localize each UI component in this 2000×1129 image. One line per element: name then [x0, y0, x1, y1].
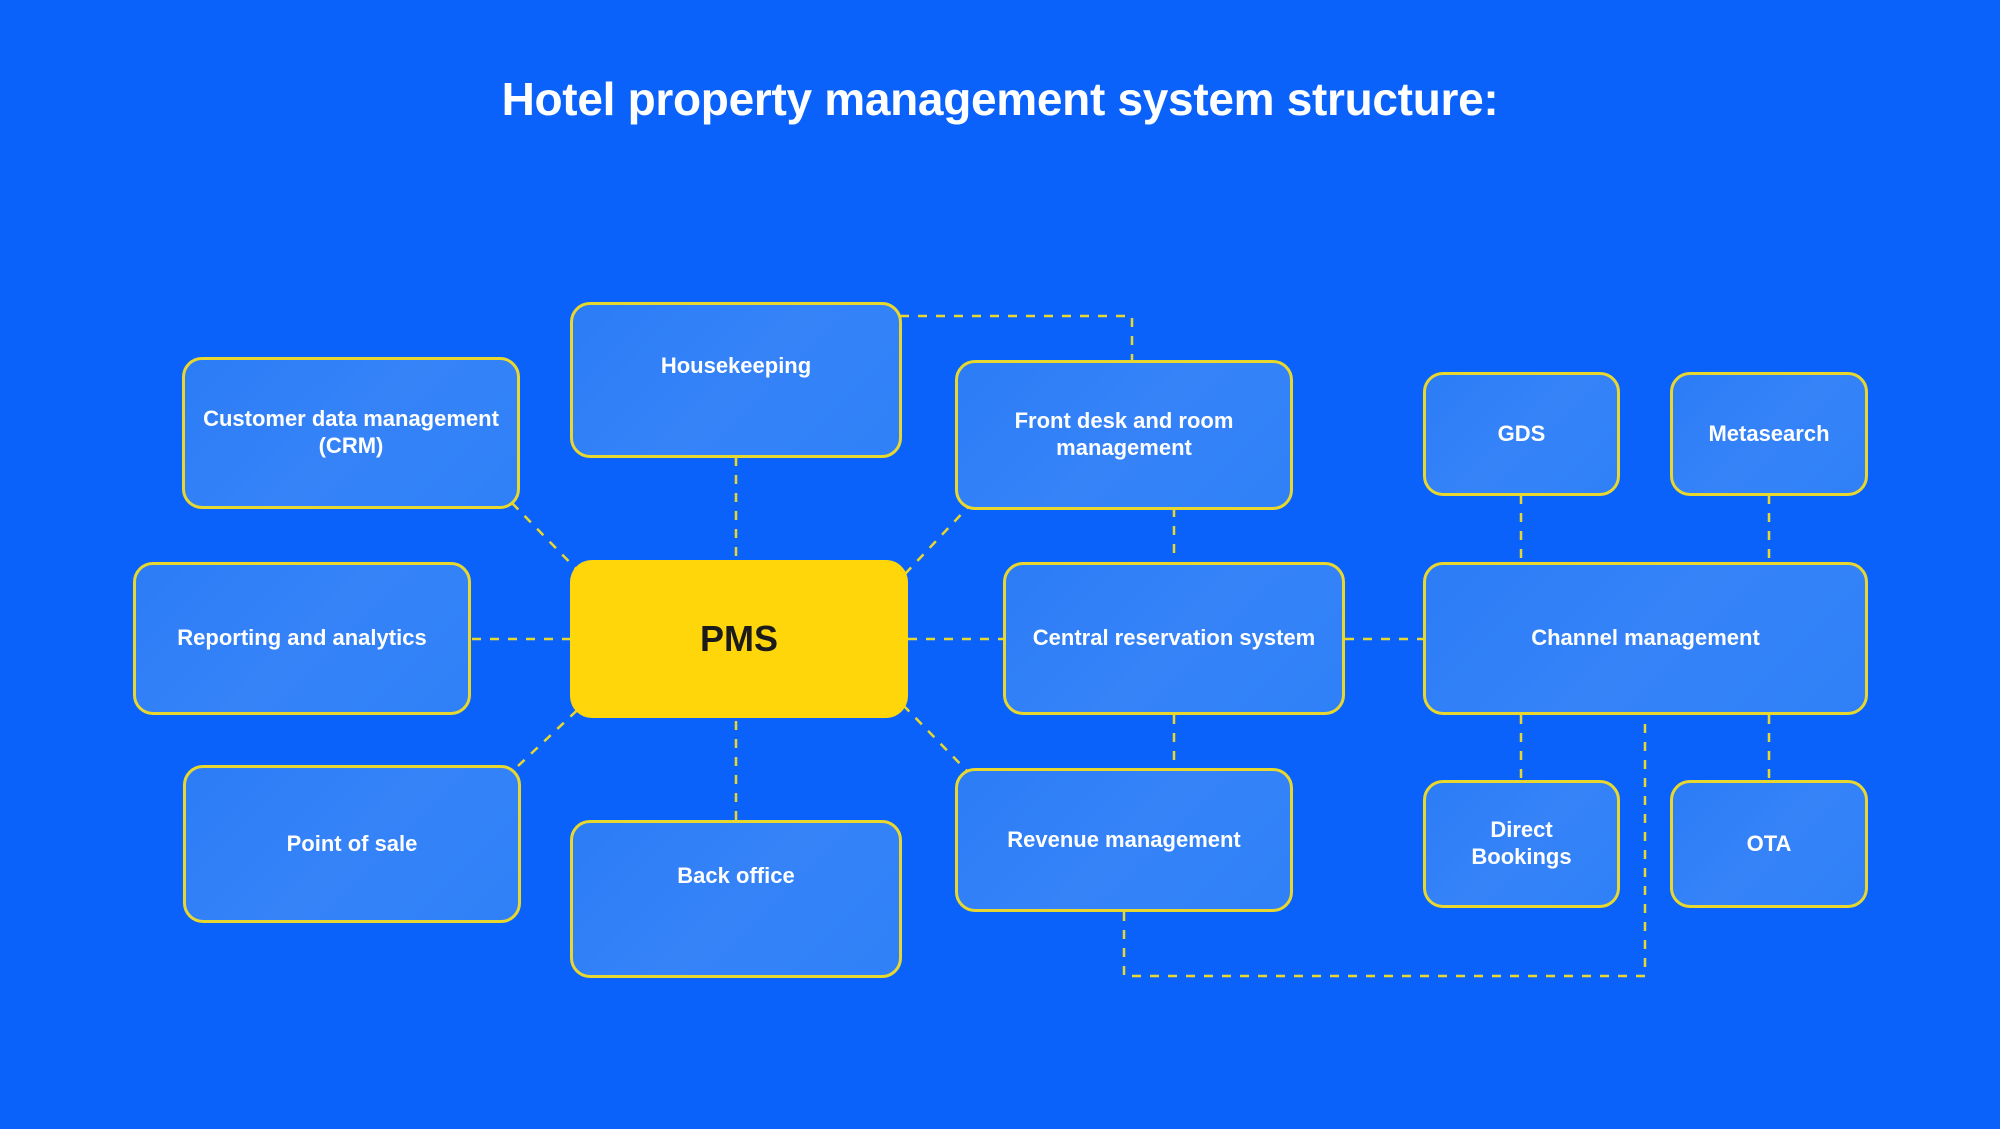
- node-revenue-management[interactable]: Revenue management: [955, 768, 1293, 912]
- node-label: Housekeeping: [660, 353, 812, 378]
- node-label: Customer data management (CRM): [203, 406, 499, 458]
- node-back-office[interactable]: Back office: [570, 820, 902, 978]
- node-point-of-sale[interactable]: Point of sale: [183, 765, 521, 923]
- node-label: Back office: [677, 863, 795, 888]
- node-gds[interactable]: GDS: [1423, 372, 1620, 496]
- node-ota[interactable]: OTA: [1670, 780, 1868, 908]
- node-metasearch[interactable]: Metasearch: [1670, 372, 1868, 496]
- node-central-reservation-system[interactable]: Central reservation system: [1003, 562, 1345, 715]
- node-housekeeping[interactable]: Housekeeping: [570, 302, 902, 458]
- node-label: Revenue management: [1007, 826, 1241, 852]
- node-pms[interactable]: PMS: [570, 560, 908, 718]
- edge-pms-frontdesk: [904, 504, 971, 575]
- node-front-desk-and-room-management[interactable]: Front desk and room management: [955, 360, 1293, 510]
- node-label: GDS: [1497, 420, 1546, 446]
- node-label: PMS: [699, 618, 778, 660]
- node-label: Central reservation system: [1032, 625, 1316, 651]
- node-channel-management[interactable]: Channel management: [1423, 562, 1868, 715]
- node-label: OTA: [1746, 830, 1792, 856]
- edge-pms-revenue: [902, 704, 969, 773]
- node-label: Channel management: [1531, 625, 1760, 651]
- node-label: Point of sale: [286, 830, 418, 856]
- node-direct-bookings[interactable]: Direct Bookings: [1423, 780, 1620, 908]
- node-label: Front desk and room management: [1014, 408, 1234, 460]
- edge-crm-pms: [511, 502, 586, 579]
- node-label: Metasearch: [1708, 420, 1830, 446]
- edge-housekeeping-frontdesk: [900, 314, 1134, 362]
- page-title: Hotel property management system structu…: [501, 73, 1499, 125]
- node-label: Reporting and analytics: [177, 625, 427, 651]
- node-label: Direct Bookings: [1471, 817, 1572, 869]
- node-reporting-and-analytics[interactable]: Reporting and analytics: [133, 562, 471, 715]
- node-crm[interactable]: Customer data management (CRM): [182, 357, 520, 509]
